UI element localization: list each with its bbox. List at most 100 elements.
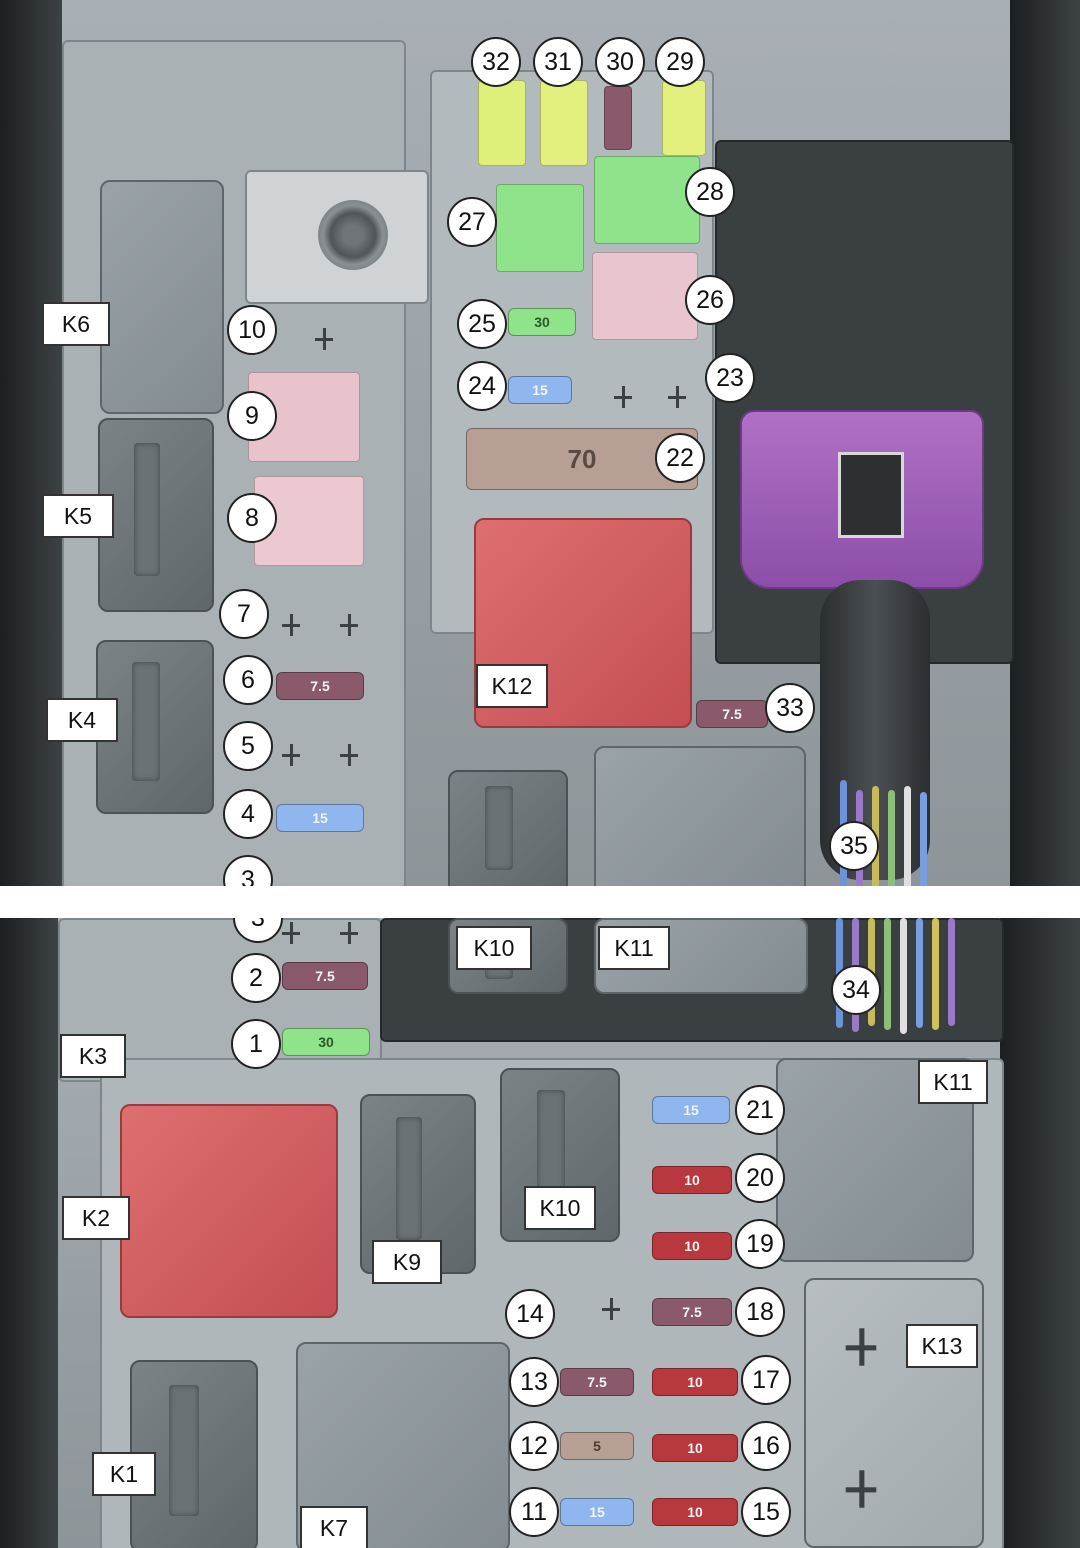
fuse-17-body: 10 — [652, 1368, 738, 1396]
tag-relay-k13: K13 — [906, 1324, 978, 1368]
callout-fuse-24: 24 — [457, 361, 507, 411]
fuse-30-body — [604, 86, 632, 150]
fuse-29-body — [662, 80, 706, 156]
fuse-32-body — [478, 80, 526, 166]
relay-k5 — [98, 418, 214, 612]
fuse-1-body: 30 — [282, 1028, 370, 1056]
housing-edge-right — [1010, 0, 1080, 886]
callout-fuse-21: 21 — [735, 1085, 785, 1135]
fuse-box-bottom-view: 7.5 30 15 10 10 7.5 10 10 10 7.5 5 15 3 … — [0, 918, 1080, 1548]
tag-relay-k11: K11 — [598, 926, 670, 970]
callout-fuse-34: 34 — [831, 965, 881, 1015]
terminal-bolt — [318, 200, 388, 270]
callout-fuse-31: 31 — [533, 37, 583, 87]
empty-slot-10 — [313, 328, 335, 350]
housing-edge-left — [0, 0, 62, 886]
empty-slot-23b — [666, 386, 688, 408]
empty-slot-23a — [612, 386, 634, 408]
callout-fuse-28: 28 — [685, 167, 735, 217]
tag-relay-k14: K11 — [918, 1060, 988, 1104]
tag-relay-k3: K3 — [60, 1034, 126, 1078]
fuse-6-body: 7.5 — [276, 672, 364, 700]
purple-connector-clip — [740, 410, 984, 589]
fuse-19-body: 10 — [652, 1232, 732, 1260]
callout-fuse-16: 16 — [741, 1421, 791, 1471]
tag-relay-k9: K10 — [524, 1186, 596, 1230]
wire-yellow-2 — [932, 918, 939, 1030]
relay-k2 — [120, 1104, 338, 1318]
callout-fuse-10: 10 — [227, 305, 277, 355]
empty-slot-3a — [280, 922, 302, 944]
callout-fuse-35: 35 — [829, 821, 879, 871]
fuse-18-body: 7.5 — [652, 1298, 732, 1326]
callout-fuse-8: 8 — [227, 493, 277, 543]
callout-fuse-12: 12 — [509, 1421, 559, 1471]
callout-fuse-26: 26 — [685, 275, 735, 325]
fuse-15-body: 10 — [652, 1498, 738, 1526]
tag-relay-k12: K12 — [476, 664, 548, 708]
tag-relay-k8: K9 — [372, 1240, 442, 1284]
callout-fuse-27: 27 — [447, 197, 497, 247]
tag-relay-k5: K5 — [42, 494, 114, 538]
callout-fuse-11: 11 — [509, 1487, 559, 1537]
fuse-26-body — [592, 252, 698, 340]
fuse-16-body: 10 — [652, 1434, 738, 1462]
relay-k10 — [448, 770, 568, 886]
fuse-13-body: 7.5 — [560, 1368, 634, 1396]
wire-purple-2 — [948, 918, 955, 1026]
fuse-25-body: 30 — [508, 308, 576, 336]
callout-fuse-1: 1 — [231, 1019, 281, 1069]
fuse-21-body: 15 — [652, 1096, 730, 1124]
empty-slot-14 — [600, 1298, 622, 1320]
callout-fuse-14: 14 — [505, 1289, 555, 1339]
wire-green — [884, 918, 891, 1030]
empty-slot-7b — [338, 614, 360, 636]
fuse-11-body: 15 — [560, 1498, 634, 1526]
wire-blue-2 — [916, 918, 923, 1028]
callout-fuse-13: 13 — [509, 1357, 559, 1407]
callout-fuse-25: 25 — [457, 299, 507, 349]
tag-relay-k2: K2 — [62, 1196, 130, 1240]
fuse-20-body: 10 — [652, 1166, 732, 1194]
callout-fuse-6: 6 — [223, 655, 273, 705]
tag-relay-k4: K4 — [46, 698, 118, 742]
fuse-31-body — [540, 80, 588, 166]
fuse-33-body: 7.5 — [696, 700, 768, 728]
callout-fuse-30: 30 — [595, 37, 645, 87]
callout-fuse-22: 22 — [655, 433, 705, 483]
callout-fuse-17: 17 — [741, 1355, 791, 1405]
tag-relay-k6: K6 — [42, 302, 110, 346]
callout-fuse-2: 2 — [231, 953, 281, 1003]
relay-k11 — [594, 746, 806, 886]
socket-k13-upper — [842, 1328, 879, 1366]
photo-divider — [0, 886, 1080, 918]
callout-fuse-4: 4 — [223, 789, 273, 839]
wire-green — [888, 790, 895, 886]
tag-relay-k10: K10 — [456, 926, 532, 970]
relay-socket-k6 — [100, 180, 224, 414]
fuse-box-top-view: 7.5 15 30 15 70 7.5 32 31 30 29 28 27 26… — [0, 0, 1080, 886]
fuse-27-body — [496, 184, 584, 272]
empty-slot-3b — [338, 922, 360, 944]
tag-relay-k1: K1 — [92, 1452, 156, 1496]
empty-slot-5a — [280, 744, 302, 766]
callout-fuse-9: 9 — [227, 391, 277, 441]
empty-slot-5b — [338, 744, 360, 766]
callout-fuse-15: 15 — [741, 1487, 791, 1537]
callout-fuse-18: 18 — [735, 1287, 785, 1337]
wire-white — [904, 786, 911, 886]
callout-fuse-19: 19 — [735, 1219, 785, 1269]
fuse-2-body: 7.5 — [282, 962, 368, 990]
housing-edge-left — [0, 918, 58, 1548]
callout-fuse-33: 33 — [765, 683, 815, 733]
fuse-28-body — [594, 156, 700, 244]
tag-relay-k7: K7 — [300, 1506, 368, 1548]
callout-fuse-29: 29 — [655, 37, 705, 87]
callout-fuse-7: 7 — [219, 589, 269, 639]
housing-edge-right — [1000, 918, 1080, 1548]
fuse-24-body: 15 — [508, 376, 572, 404]
callout-fuse-5: 5 — [223, 721, 273, 771]
empty-slot-7a — [280, 614, 302, 636]
callout-fuse-20: 20 — [735, 1153, 785, 1203]
relay-socket-k13 — [804, 1278, 984, 1548]
